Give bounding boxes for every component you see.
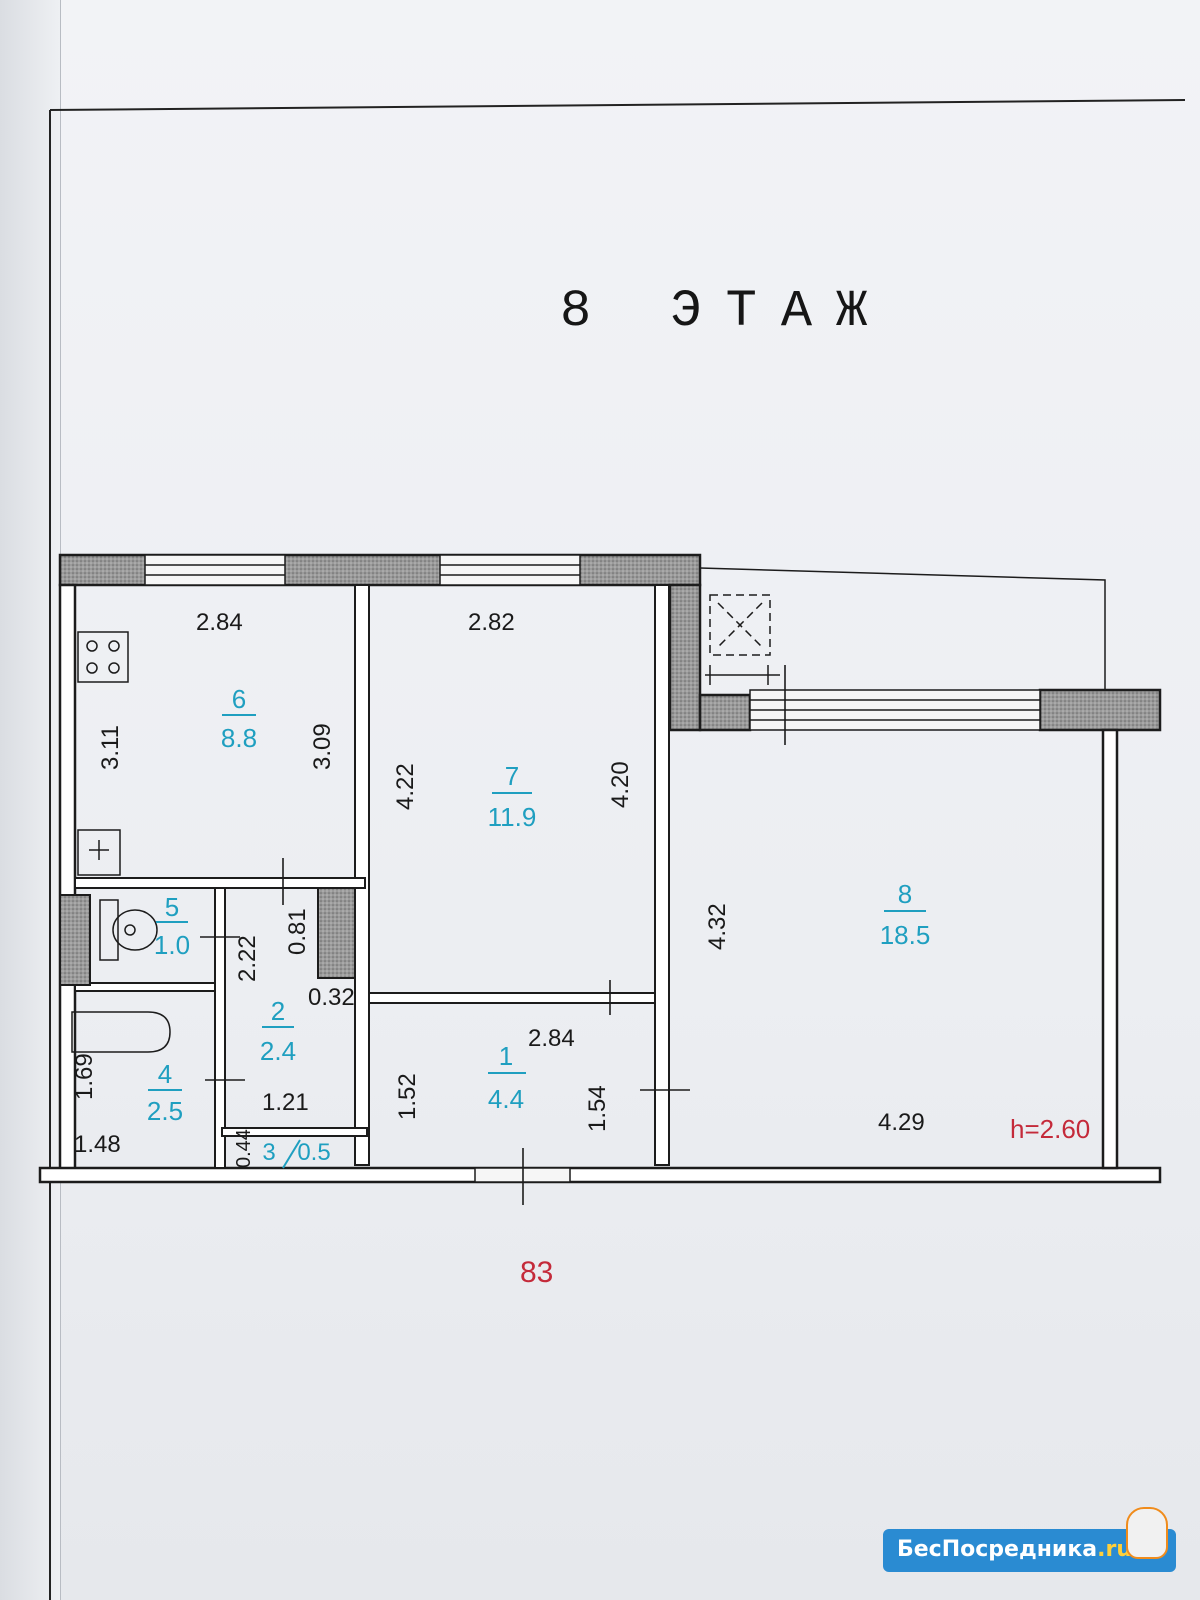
dim-2-corner: 0.32: [308, 984, 355, 1011]
dim-6-left: 3.11: [97, 725, 124, 770]
room-5-area: 1.0: [154, 930, 190, 960]
room-4-area: 2.5: [147, 1096, 183, 1126]
dim-2-bottom: 1.21: [262, 1089, 309, 1116]
dim-4-left: 1.69: [71, 1053, 98, 1100]
interior-walls: [59, 584, 670, 1169]
room-1-label: 1 4.4: [488, 1041, 526, 1114]
dim-1-top: 2.84: [528, 1025, 575, 1052]
toilet-icon: [99, 899, 158, 961]
room-5-label: 5 1.0: [154, 892, 190, 960]
dim-2-left: 2.22: [234, 935, 261, 982]
room-6-area: 8.8: [221, 723, 257, 753]
mascot-icon: [1126, 1507, 1168, 1559]
room-4-label: 4 2.5: [147, 1059, 183, 1126]
dim-1-right: 1.54: [584, 1085, 611, 1132]
room-8-area: 18.5: [880, 920, 931, 950]
watermark-name: БесПосредника: [896, 1537, 1098, 1562]
room-2-number: 2: [271, 996, 285, 1026]
bathtub-icon: [71, 1011, 171, 1053]
dim-3-left: 0.44: [233, 1129, 255, 1168]
windows: [144, 554, 1106, 1183]
kitchen-sink-icon: [77, 829, 121, 876]
dim-7-top: 2.82: [468, 609, 515, 636]
dim-6-right: 3.09: [309, 723, 336, 770]
room-4-number: 4: [158, 1059, 172, 1089]
room-8-label: 8 18.5: [880, 879, 931, 950]
room-labels: 6 8.8 7 11.9 8 18.5 5 1.0 4 2.5 2 2.4: [147, 684, 931, 1169]
dim-7-right: 4.20: [607, 761, 634, 808]
room-3-area: 0.5: [297, 1139, 330, 1166]
ceiling-height: h=2.60: [1010, 1114, 1090, 1144]
door-marks: [200, 665, 786, 1205]
dimension-labels: 2.84 3.11 3.09 2.82 4.22 4.20 4.32 4.29 …: [71, 609, 925, 1168]
ventilation-shaft: [705, 594, 780, 685]
room-5-number: 5: [165, 892, 179, 922]
kitchen-stove-icon: [77, 631, 129, 683]
dim-2-right: 0.81: [284, 908, 311, 955]
room-3-label: 3 0.5: [262, 1139, 331, 1169]
dim-8-bottom: 4.29: [878, 1109, 925, 1136]
dim-6-top: 2.84: [196, 609, 243, 636]
dim-7-left: 4.22: [392, 763, 419, 810]
room-7-number: 7: [505, 761, 519, 791]
room-1-number: 1: [499, 1041, 513, 1071]
room-2-area: 2.4: [260, 1036, 296, 1066]
apartment-number: 83: [520, 1256, 553, 1289]
floor-title: 8 ЭТАЖ: [560, 282, 892, 341]
room-3-number: 3: [262, 1139, 275, 1166]
dim-4-bottom: 1.48: [74, 1131, 121, 1158]
annotations: h=2.60 83: [520, 1114, 1090, 1289]
dim-1-left: 1.52: [394, 1073, 421, 1120]
room-2-label: 2 2.4: [260, 996, 296, 1066]
room-8-number: 8: [898, 879, 912, 909]
room-7-area: 11.9: [488, 802, 537, 832]
room-7-label: 7 11.9: [488, 761, 537, 832]
page-frame: [49, 99, 1186, 1600]
room-6-number: 6: [232, 684, 246, 714]
watermark-logo: БесПосредника.ru: [882, 1507, 1176, 1572]
dim-8-left: 4.32: [704, 903, 731, 950]
room-6-label: 6 8.8: [221, 684, 257, 753]
room-1-area: 4.4: [488, 1084, 524, 1114]
